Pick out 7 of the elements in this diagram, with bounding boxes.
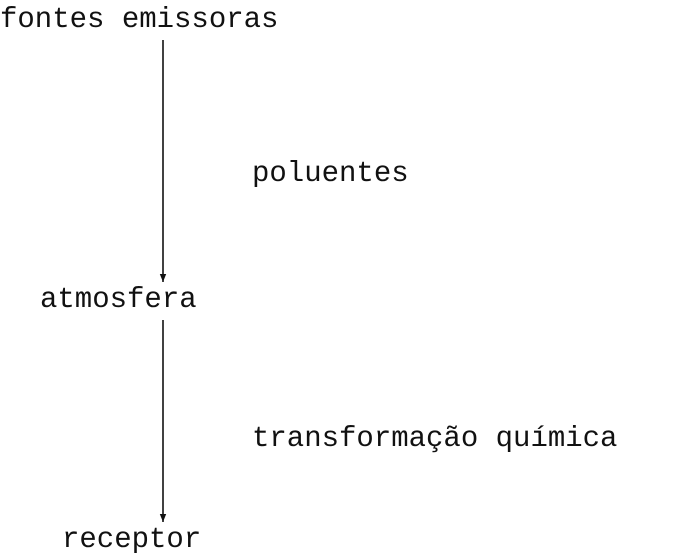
edge-label: transformação química [252, 423, 618, 455]
arrow [160, 40, 166, 282]
node-label: fontes emissoras [0, 4, 278, 36]
node-label: atmosfera [40, 284, 197, 316]
edge-label: poluentes [252, 158, 409, 190]
arrow [160, 320, 166, 522]
node-label: receptor [62, 524, 202, 556]
